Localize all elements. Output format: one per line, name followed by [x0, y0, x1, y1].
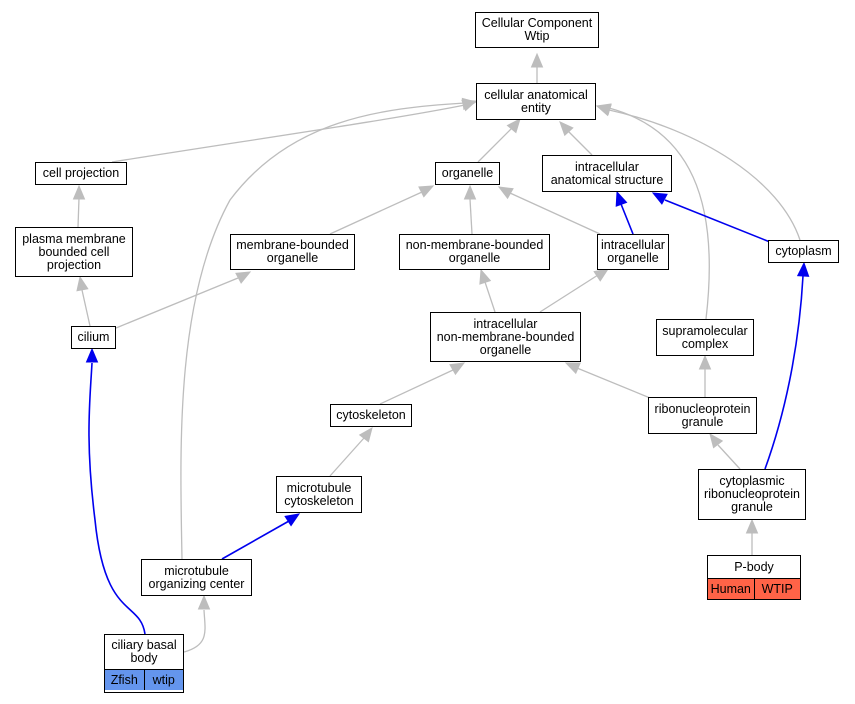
- edge-rnpg-supra-arrowhead: [698, 354, 712, 370]
- edge-ias-cae: [559, 121, 593, 156]
- edge-supra-cae: [595, 103, 710, 320]
- node-cilium[interactable]: cilium: [71, 326, 116, 349]
- edge-nmbo-organelle: [463, 184, 477, 235]
- node-microtubule-cytoskeleton[interactable]: microtubule cytoskeleton: [276, 476, 362, 513]
- edge-crnpg-cytoplasm-arrowhead: [796, 261, 810, 277]
- edge-cellproj-cae: [111, 99, 478, 163]
- edge-cytoskel-inmbo-arrowhead: [449, 362, 466, 376]
- node-ciliary-basal-body-label: ciliary basal body: [111, 638, 177, 665]
- edge-cbb-cilium: [85, 347, 146, 635]
- edge-mtcyto-cytoskel: [329, 426, 373, 477]
- gene-tag-wtip: WTIP: [753, 579, 800, 599]
- edge-cytoskel-inmbo: [379, 362, 466, 405]
- edge-cilium-mbo-arrowhead: [235, 271, 252, 284]
- edge-io-ias-arrowhead: [615, 190, 628, 207]
- edge-supra-cae-arrowhead: [595, 103, 612, 116]
- edge-inmbo-io-arrowhead: [593, 268, 610, 282]
- edge-crnpg-cytoplasm: [764, 261, 810, 470]
- edge-organelle-cae-arrowhead: [506, 118, 521, 134]
- species-tag-human: Human: [708, 579, 754, 599]
- edge-nmbo-organelle-arrowhead: [463, 184, 477, 200]
- edge-mbo-organelle: [329, 185, 435, 235]
- edge-rnpg-supra: [698, 354, 712, 397]
- node-p-body[interactable]: P-body Human WTIP: [707, 555, 801, 600]
- edge-mbo-organelle-arrowhead: [418, 185, 435, 198]
- edge-pmbcp-cellproj: [72, 184, 86, 228]
- edge-crnpg-rnpg: [709, 432, 741, 470]
- node-intracellular-non-membrane-bounded-organelle[interactable]: intracellular non-membrane-bounded organ…: [430, 312, 581, 362]
- edge-cbb-mtoc: [183, 594, 211, 653]
- edge-inmbo-nmbo-arrowhead: [479, 268, 492, 285]
- node-p-body-annotations: Human WTIP: [708, 578, 800, 599]
- edge-cilium-pmbcp-arrowhead: [76, 275, 89, 292]
- edge-io-organelle-arrowhead: [497, 186, 514, 200]
- node-ciliary-basal-body-annotations: Zfish wtip: [105, 669, 183, 690]
- edge-inmbo-nmbo: [479, 268, 496, 313]
- edge-cytoplasm-ias-arrowhead: [651, 192, 668, 205]
- edge-io-ias: [615, 190, 634, 235]
- node-intracellular-organelle[interactable]: intracellular organelle: [597, 234, 669, 270]
- node-cytoskeleton[interactable]: cytoskeleton: [330, 404, 412, 427]
- edge-mtoc-cae: [180, 97, 478, 560]
- edge-cbb-cilium-arrowhead: [85, 347, 99, 363]
- edge-cytoplasm-ias: [651, 192, 771, 243]
- edge-organelle-cae: [477, 118, 521, 163]
- edge-rnpg-inmbo-arrowhead: [564, 362, 581, 375]
- edges: [72, 52, 810, 653]
- node-non-membrane-bounded-organelle[interactable]: non-membrane-bounded organelle: [399, 234, 550, 270]
- node-membrane-bounded-organelle[interactable]: membrane-bounded organelle: [230, 234, 355, 270]
- edge-cilium-pmbcp: [76, 275, 91, 327]
- gene-tag-wtip: wtip: [143, 670, 183, 690]
- node-intracellular-anatomical-structure[interactable]: intracellular anatomical structure: [542, 155, 672, 192]
- edge-pbody-crnpg-arrowhead: [745, 518, 759, 534]
- edge-crnpg-rnpg-arrowhead: [709, 432, 724, 449]
- edge-cae-root-arrowhead: [530, 52, 544, 68]
- node-cytoplasmic-ribonucleoprotein-granule[interactable]: cytoplasmic ribonucleoprotein granule: [698, 469, 806, 520]
- node-cellular-component-wtip[interactable]: Cellular Component Wtip: [475, 12, 599, 48]
- edge-rnpg-inmbo: [564, 362, 656, 401]
- edge-inmbo-io: [539, 268, 610, 313]
- edge-cilium-mbo: [115, 271, 252, 329]
- node-microtubule-organizing-center[interactable]: microtubule organizing center: [141, 559, 252, 596]
- edge-mtoc-mtcyto: [221, 513, 301, 560]
- node-cell-projection[interactable]: cell projection: [35, 162, 127, 185]
- edge-mtoc-cae-arrowhead: [461, 97, 478, 111]
- node-organelle[interactable]: organelle: [435, 162, 500, 185]
- node-cellular-anatomical-entity[interactable]: cellular anatomical entity: [476, 83, 596, 120]
- node-cytoplasm[interactable]: cytoplasm: [768, 240, 839, 263]
- node-supramolecular-complex[interactable]: supramolecular complex: [656, 319, 754, 356]
- node-plasma-membrane-bounded-cell-projection[interactable]: plasma membrane bounded cell projection: [15, 227, 133, 277]
- species-tag-zfish: Zfish: [105, 670, 144, 690]
- edge-pmbcp-cellproj-arrowhead: [72, 184, 86, 200]
- node-p-body-label: P-body: [734, 559, 774, 574]
- edge-io-organelle: [497, 186, 601, 235]
- edge-ias-cae-arrowhead: [559, 121, 574, 137]
- edge-pbody-crnpg: [745, 518, 759, 555]
- node-ribonucleoprotein-granule[interactable]: ribonucleoprotein granule: [648, 397, 757, 434]
- edge-mtcyto-cytoskel-arrowhead: [358, 426, 373, 443]
- edge-cbb-mtoc-arrowhead: [197, 594, 211, 610]
- edge-cae-root: [530, 52, 544, 83]
- node-ciliary-basal-body[interactable]: ciliary basal body Zfish wtip: [104, 634, 184, 693]
- edge-mtoc-mtcyto-arrowhead: [284, 513, 301, 527]
